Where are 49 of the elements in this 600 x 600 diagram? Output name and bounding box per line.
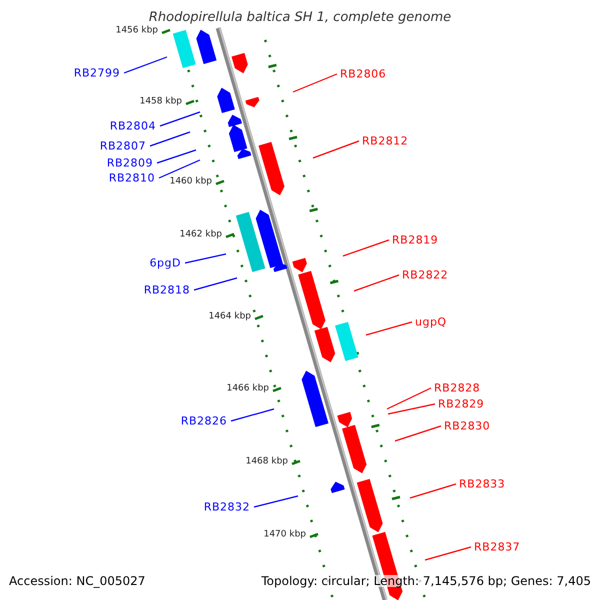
position-label: 1462 kbp <box>180 230 222 240</box>
gene-label: RB2833 <box>459 478 506 490</box>
gene-label: RB2818 <box>144 284 190 296</box>
leader-line <box>366 321 412 336</box>
leader-line <box>184 253 226 264</box>
gene-label: RB2807 <box>100 140 146 152</box>
gene-label: RB2822 <box>402 270 448 280</box>
leader-line <box>394 425 442 442</box>
position-label: 1468 kbp <box>246 458 288 466</box>
gene-label: RB2829 <box>438 398 484 410</box>
gene-label: 6pgD <box>150 258 181 268</box>
leader-line <box>386 387 432 410</box>
leader-line <box>230 408 274 422</box>
leader-line <box>410 483 456 499</box>
position-label: 1460 kbp <box>170 178 212 186</box>
gene-label: RB2799 <box>74 68 120 78</box>
gene-label: RB2830 <box>444 420 490 432</box>
gene-label: RB2826 <box>180 416 227 426</box>
gene-label: RB2809 <box>106 158 153 168</box>
leader-line <box>354 274 400 292</box>
gene-label: RB2812 <box>362 136 408 146</box>
accession-note: Accession: NC_005027 <box>9 575 146 587</box>
leader-line <box>194 277 238 291</box>
leader-line <box>388 403 436 415</box>
position-label: 1464 kbp <box>208 312 251 322</box>
gene-label: RB2828 <box>434 382 480 394</box>
gene-label: RB2804 <box>110 120 156 132</box>
leader-line <box>156 149 196 164</box>
leader-line <box>124 56 168 74</box>
gene-label: RB2819 <box>392 234 438 246</box>
gene-label: RB2837 <box>474 542 520 552</box>
leader-line <box>150 131 190 147</box>
position-label: 1456 kbp <box>116 26 158 36</box>
leader-line <box>158 159 200 179</box>
title: Rhodopirellula baltica SH 1, complete genome <box>148 10 452 26</box>
gene-label: RB2810 <box>108 172 155 184</box>
position-label: 1470 kbp <box>264 530 306 540</box>
leader-line <box>292 73 338 93</box>
genome-summary-note: Topology: circular; Length: 7,145,576 bp; Genes: 7,405 <box>261 575 591 587</box>
leader-line <box>254 495 298 508</box>
gene-label: RB2832 <box>204 502 250 512</box>
position-label: 1458 kbp <box>140 98 182 106</box>
gene-label: RB2806 <box>340 68 386 80</box>
leader-line <box>342 239 390 257</box>
gene-label: ugpQ <box>415 316 447 328</box>
position-label: 1466 kbp <box>226 384 269 394</box>
leader-line <box>160 111 200 127</box>
leader-line <box>312 140 360 159</box>
leader-line <box>424 546 472 561</box>
